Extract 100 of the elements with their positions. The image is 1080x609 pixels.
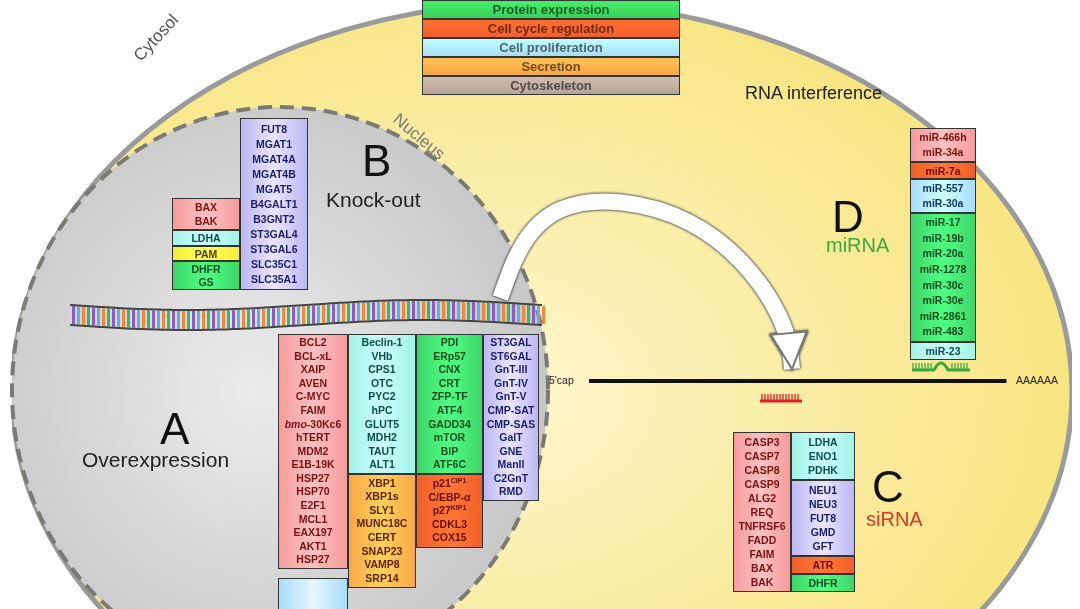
gene-name: miR-30e [922,293,964,309]
gene-group-box [278,334,348,569]
gene-name: CASP8 [744,463,780,477]
gene-name: Beclin-1 [361,336,403,350]
gene-name: PDHK [808,463,838,477]
gene-name: miR-17 [925,215,961,231]
mrna-end-label: AAAAAA [1015,374,1058,386]
gene-name: mTOR [433,431,466,445]
gene-name: CDKL3 [432,517,467,532]
gene-group-box [910,162,976,179]
gene-name: PYC2 [368,390,396,404]
gene-name: AVEN [298,376,328,391]
gene-name: p27$^{KIP1}$ [432,504,467,518]
section-heading: RNA interference [745,83,883,104]
gene-name: hTERT [296,431,330,445]
gene-name: E1B-19K [291,458,335,472]
gene-name: GnT-IV [494,376,528,391]
legend-label: Cell proliferation [499,40,603,55]
gene-name: B3GNT2 [253,211,295,227]
gene-name: miR-23 [925,344,961,358]
gene-group-box [172,230,240,246]
gene-name: miR-1278 [919,261,967,277]
gene-name: MUNC18C [356,517,408,531]
gene-group-box [910,213,976,342]
gene-name: BCL2 [299,335,327,350]
gene-name: SLY1 [369,503,395,518]
gene-name: PDI [440,336,459,350]
gene-name: ST3GAL6 [250,241,298,257]
section-letter: C [872,462,904,511]
gene-name: SLC35C1 [250,256,298,272]
gene-name: GMD [810,525,836,539]
gene-name: EAX197 [293,526,333,540]
gene-name: BAK [194,214,218,228]
gene-name: CASP9 [744,477,780,491]
gene-name: TAUT [368,444,396,459]
gene-group-box [172,198,240,230]
gene-name: DHFR [808,576,838,590]
gene-name: MDM2 [297,444,329,459]
section-letter: B [362,136,392,186]
gene-name: PAM [194,247,218,260]
gene-name: HSP70 [296,485,330,500]
gene-name: CASP7 [744,449,780,463]
gene-name: ManII [497,458,525,472]
legend-label: Cytoskeleton [510,78,592,93]
section-title: Knock-out [326,188,421,212]
dna-strand-drawing [70,298,548,332]
gene-name: BAX [194,200,218,214]
gene-name: FUT8 [260,121,288,137]
gene-group-box [791,556,855,574]
gene-name: CRT [438,376,461,391]
gene-name: miR-34a [922,145,964,160]
gene-name: miR-30a [922,196,964,211]
mrna-end-label: 5'cap [549,374,574,386]
gene-name: p21$^{CIP1}$ [432,477,467,491]
gene-name: MGAT1 [256,136,292,152]
gene-name: ATF6C [432,458,467,472]
gene-name: ST3GAL [490,335,532,350]
gene-name: ATR [812,558,834,572]
gene-name: C-MYC [295,390,331,404]
gene-group-box [910,179,976,213]
gene-name: HSP27 [296,553,330,568]
gene-name: C/EBP-α [428,490,471,505]
gene-group-box [483,334,539,501]
gene-name: SLC35A1 [250,271,298,287]
gene-name: FUT8 [809,511,837,525]
gene-name: GnT-V [495,390,527,404]
gene-name: MGAT4A [252,151,296,167]
gene-group-box [910,342,976,360]
gene-name: MGAT5 [256,181,292,197]
gene-name: ATF4 [436,404,463,418]
gene-name: ZFP-TF [431,390,468,404]
gene-name: GFT [812,539,834,553]
gene-name: DHFR [191,262,221,276]
gene-name: ALT1 [369,458,395,472]
gene-group-box [416,334,483,474]
gene-name: COX15 [432,531,467,545]
gene-name: ST6GAL [490,349,532,364]
gene-name: miR-20a [922,246,964,262]
gene-name: miR-466h [919,130,967,145]
gene-name: XAIP [300,363,326,377]
gene-group-box [172,246,240,261]
gene-name: CPS1 [368,363,396,377]
gene-name: miR-483 [922,324,964,340]
gene-name: CMP-SAS [486,417,536,432]
gene-group-box [348,334,416,474]
gene-name: LDHA [808,435,838,449]
gene-name: CMP-SAT [487,403,535,418]
gene-group-box [348,474,416,588]
cytosol-region [12,2,1072,609]
gene-name: E2F1 [300,499,326,513]
legend-label: Secretion [521,59,581,74]
gene-name: MGAT4B [252,166,296,182]
gene-name: ENO1 [808,449,838,463]
gene-group-box [791,480,855,556]
gene-name: FADD [747,533,777,547]
gene-group-box [278,578,348,609]
gene-name: GnT-III [494,363,528,377]
gene-name: ALG2 [748,491,776,505]
gene-name: GLUT5 [364,417,400,432]
gene-name: AKT1 [299,539,327,554]
